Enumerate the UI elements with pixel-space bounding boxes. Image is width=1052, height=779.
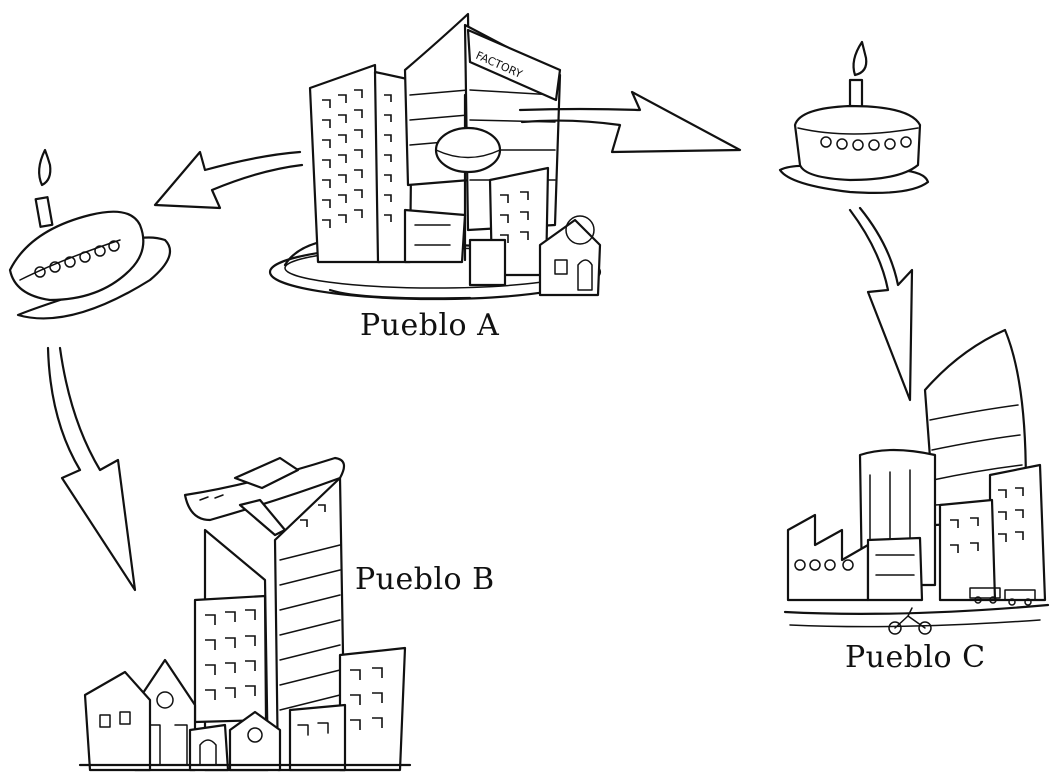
arrow-cake-left-to-b (46, 346, 137, 592)
airplane-icon (183, 456, 346, 537)
pueblo-a-city-icon: FACTORY (268, 12, 602, 301)
cake-right-icon (778, 40, 930, 194)
pueblo-c-label: Pueblo C (845, 640, 986, 675)
cake-left-icon (8, 148, 172, 320)
pueblo-a-label: Pueblo A (360, 308, 500, 343)
pueblo-b-city-icon (78, 456, 412, 772)
pueblo-b-label: Pueblo B (355, 562, 495, 597)
arrow-a-to-cake-left (153, 150, 304, 210)
arrow-cake-right-to-c (848, 206, 914, 402)
arrow-a-to-cake-right (518, 90, 742, 154)
pueblo-c-city-icon (783, 328, 1050, 635)
